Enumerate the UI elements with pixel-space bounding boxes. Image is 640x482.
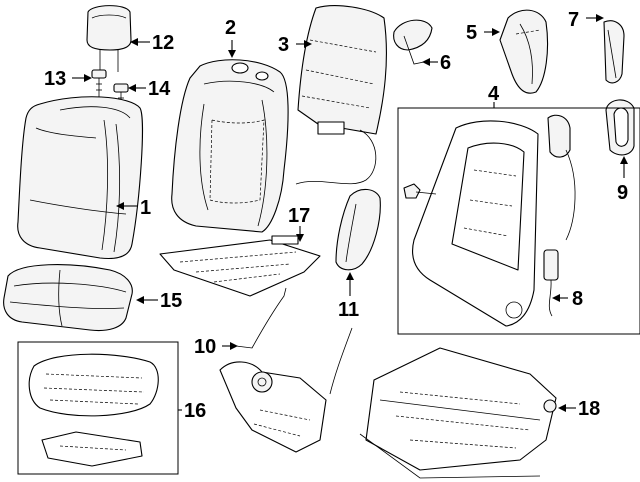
part-17-suspension-mat [159,235,321,297]
callout-10: 10 [194,336,216,358]
callout-14: 14 [148,78,171,100]
part-1-seatback-cover [17,96,143,260]
part-4-group-box [397,107,640,335]
callout-12: 12 [152,32,174,54]
callout-1: 1 [140,197,151,219]
callout-11: 11 [338,299,359,321]
part-10-cable [235,287,353,395]
callout-16: 16 [184,400,206,422]
part-7-side-trim [603,20,625,84]
seat-adjuster-side [219,361,327,453]
part-3-back-panel [295,5,387,185]
callout-3: 3 [278,34,289,56]
part-4-seatback-frame [412,120,539,327]
frame-bolt [403,183,437,199]
callout-5: 5 [466,22,477,44]
part-12-headrest [86,5,132,72]
part-8-lumbar-harness [543,114,576,317]
callout-15: 15 [160,290,182,312]
part-2-seatback-assembly [171,59,289,233]
callout-13: 13 [44,68,66,90]
callout-6: 6 [440,52,451,74]
part-16-cushion-pad [28,353,159,467]
callout-9: 9 [617,182,628,204]
part-13-bolt [91,69,107,98]
callout-8: 8 [572,288,583,310]
leader-lines [72,14,628,412]
callout-4: 4 [488,83,500,105]
part-11-side-bolster [335,188,381,271]
callout-2: 2 [225,17,236,39]
part-15-cushion-cover [3,264,133,332]
part-9-bezel [605,99,635,156]
callout-17: 17 [288,205,310,227]
part-5-trim-panel [499,9,549,94]
part-18-seat-track [359,347,557,479]
callout-labels: 1 2 3 4 5 6 7 8 9 10 11 12 13 14 15 16 1… [44,9,628,422]
part-16-group-box [17,341,179,475]
part-6-clip [393,19,433,65]
callout-18: 18 [578,398,600,420]
callout-7: 7 [568,9,579,31]
